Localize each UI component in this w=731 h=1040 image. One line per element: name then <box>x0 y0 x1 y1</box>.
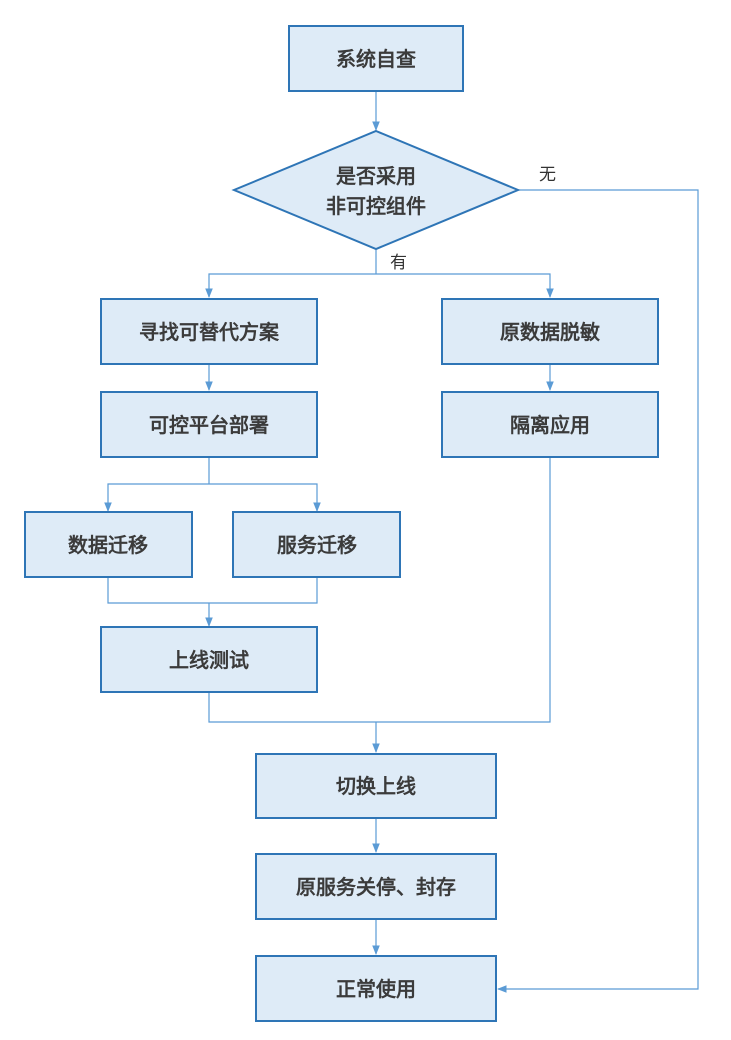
node-normal-use-label: 正常使用 <box>336 977 416 1001</box>
node-desensitize: 原数据脱敏 <box>441 298 659 365</box>
node-deploy-platform: 可控平台部署 <box>100 391 318 458</box>
node-self-check-label: 系统自查 <box>336 47 416 71</box>
node-switch-online-label: 切换上线 <box>336 774 416 798</box>
edge-label-no: 无 <box>539 165 556 185</box>
node-self-check: 系统自查 <box>288 25 464 92</box>
node-self-check-box <box>288 25 464 92</box>
decision-label-line1: 是否采用 <box>335 164 416 188</box>
edge-deploy-service <box>209 483 321 512</box>
node-desensitize-box <box>441 298 659 365</box>
edge-data-merge <box>107 577 318 604</box>
edge-no-branch <box>497 189 699 993</box>
node-desensitize-label: 原数据脱敏 <box>500 320 601 344</box>
node-switch-online-box <box>255 753 497 819</box>
node-service-migration-label: 服务迁移 <box>277 533 357 557</box>
edge-test-merge <box>208 457 551 723</box>
node-online-test-label: 上线测试 <box>169 648 249 672</box>
decision-diamond-shape <box>231 129 521 251</box>
node-isolate-label: 隔离应用 <box>510 413 590 437</box>
node-deploy-platform-box <box>100 391 318 458</box>
node-stop-archive-label: 原服务关停、封存 <box>296 875 456 899</box>
node-normal-use-box <box>255 955 497 1022</box>
node-deploy-platform-label: 可控平台部署 <box>149 413 269 437</box>
node-stop-archive-box <box>255 853 497 920</box>
edge-yes-left <box>205 273 376 298</box>
node-isolate-box <box>441 391 659 458</box>
edge-yes-right <box>376 273 554 298</box>
node-data-migration-label: 数据迁移 <box>68 533 148 557</box>
node-service-migration: 服务迁移 <box>232 511 401 578</box>
node-find-alternative-box <box>100 298 318 365</box>
node-isolate: 隔离应用 <box>441 391 659 458</box>
node-online-test-box <box>100 626 318 693</box>
node-stop-archive: 原服务关停、封存 <box>255 853 497 920</box>
node-find-alternative: 寻找可替代方案 <box>100 298 318 365</box>
edge-label-yes: 有 <box>390 253 407 273</box>
node-online-test: 上线测试 <box>100 626 318 693</box>
connectors <box>104 91 699 993</box>
decision-diamond: 是否采用 非可控组件 <box>231 129 521 251</box>
node-service-migration-box <box>232 511 401 578</box>
node-normal-use: 正常使用 <box>255 955 497 1022</box>
edge-deploy-data <box>104 483 209 512</box>
decision-label-line2: 非可控组件 <box>326 194 426 218</box>
node-data-migration: 数据迁移 <box>24 511 193 578</box>
node-data-migration-box <box>24 511 193 578</box>
node-switch-online: 切换上线 <box>255 753 497 819</box>
node-find-alternative-label: 寻找可替代方案 <box>139 320 280 344</box>
